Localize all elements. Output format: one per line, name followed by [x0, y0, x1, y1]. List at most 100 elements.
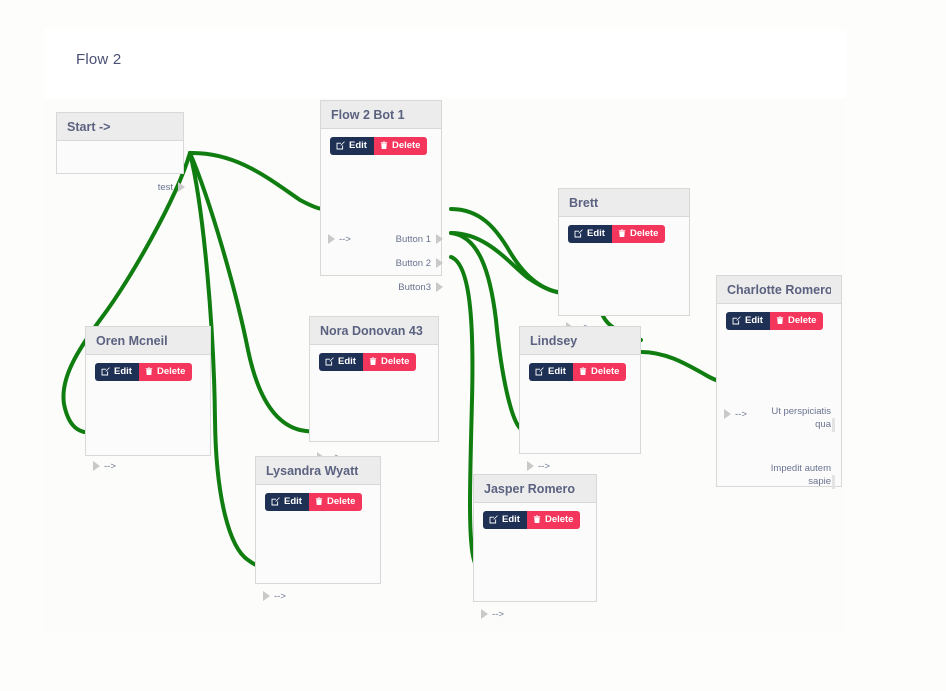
input-port-label: --> [538, 461, 550, 472]
edit-button-label: Edit [548, 366, 566, 377]
trash-icon [618, 229, 626, 238]
node-header: Charlotte Romero [717, 276, 841, 304]
flow-header-card: Flow 2 [44, 29, 846, 98]
node-action-buttons: Edit Delete [319, 353, 417, 371]
edit-button[interactable]: Edit [330, 137, 374, 155]
node-header: Brett [559, 189, 689, 217]
node-header: Oren Mcneil [86, 327, 210, 355]
node-title: Oren Mcneil [96, 333, 168, 348]
node-output-port[interactable]: Ut perspiciatis qua [767, 405, 835, 432]
node-input-port[interactable]: --> [93, 461, 116, 472]
output-port-marker [436, 282, 443, 292]
input-port-marker [93, 461, 100, 471]
output-port-marker [832, 475, 835, 489]
output-port-marker [436, 234, 443, 244]
input-port-marker [527, 461, 534, 471]
node-output-port[interactable]: Button 1 [395, 234, 443, 245]
node-action-buttons: Edit Delete [568, 225, 666, 243]
node-body: Edit Delete --> Button 1 Button 2 Button3 [321, 129, 443, 293]
node-action-buttons: Edit Delete [330, 137, 428, 155]
delete-button[interactable]: Delete [362, 353, 417, 371]
trash-icon [145, 367, 153, 376]
pencil-square-icon [101, 367, 110, 376]
output-port-label: Ut perspiciatis qua [771, 406, 831, 430]
node-body: Edit Delete --> [256, 485, 380, 602]
input-port-marker [328, 234, 335, 244]
node-output-port[interactable]: Button 2 [396, 258, 443, 269]
edit-button[interactable]: Edit [568, 225, 612, 243]
node-input-port[interactable]: --> [527, 461, 550, 472]
flow-node-start[interactable]: Start -> test [56, 112, 185, 193]
node-title: Charlotte Romero [727, 282, 831, 297]
node-output-port[interactable]: Impedit autem sapie [767, 462, 835, 489]
node-output-port[interactable]: Button3 [398, 282, 443, 293]
node-input-port[interactable]: --> [328, 234, 351, 245]
delete-button-label: Delete [326, 496, 356, 507]
node-action-buttons: Edit Delete [529, 363, 627, 381]
node-input-port[interactable]: --> [481, 609, 504, 620]
node-action-buttons: Edit Delete [95, 363, 193, 381]
node-title: Lindsey [530, 333, 578, 348]
node-title: Jasper Romero [484, 481, 576, 496]
edit-button[interactable]: Edit [726, 312, 770, 330]
delete-button[interactable]: Delete [308, 493, 363, 511]
edit-button[interactable]: Edit [483, 511, 527, 529]
delete-button-label: Delete [156, 366, 186, 377]
trash-icon [533, 515, 541, 524]
node-title: Lysandra Wyatt [266, 463, 359, 478]
node-header: Jasper Romero [474, 475, 596, 503]
edit-button[interactable]: Edit [319, 353, 363, 371]
input-port-marker [724, 409, 731, 419]
node-output-port[interactable]: test [158, 182, 185, 193]
edit-button[interactable]: Edit [265, 493, 309, 511]
node-header: Lindsey [520, 327, 640, 355]
input-port-label: --> [274, 591, 286, 602]
node-action-buttons: Edit Delete [265, 493, 363, 511]
input-port-label: --> [339, 234, 351, 245]
node-input-port[interactable]: --> [724, 409, 747, 420]
output-port-label: Impedit autem sapie [770, 463, 831, 487]
trash-icon [315, 497, 323, 506]
delete-button[interactable]: Delete [769, 312, 824, 330]
node-header: Lysandra Wyatt [256, 457, 380, 485]
output-port-marker [832, 418, 835, 432]
delete-button[interactable]: Delete [138, 363, 193, 381]
output-port-marker [436, 258, 443, 268]
edit-button-label: Edit [349, 140, 367, 151]
edit-button-label: Edit [502, 514, 520, 525]
edit-button[interactable]: Edit [95, 363, 139, 381]
output-port-label: Button 1 [395, 234, 431, 245]
pencil-square-icon [336, 141, 345, 150]
node-header: Nora Donovan 43 [310, 317, 438, 345]
delete-button-label: Delete [380, 356, 410, 367]
delete-button[interactable]: Delete [373, 137, 428, 155]
node-header: Start -> [57, 113, 183, 141]
edit-button[interactable]: Edit [529, 363, 573, 381]
delete-button-label: Delete [590, 366, 620, 377]
pencil-square-icon [271, 497, 280, 506]
delete-button[interactable]: Delete [611, 225, 666, 243]
edit-button-label: Edit [114, 366, 132, 377]
trash-icon [579, 367, 587, 376]
edit-button-label: Edit [284, 496, 302, 507]
node-input-port[interactable]: --> [263, 591, 286, 602]
node-action-buttons: Edit Delete [483, 511, 581, 529]
delete-button[interactable]: Delete [526, 511, 581, 529]
delete-button-label: Delete [629, 228, 659, 239]
input-port-label: --> [104, 461, 116, 472]
node-body: Edit Delete --> [474, 503, 596, 620]
page-title: Flow 2 [76, 51, 122, 68]
delete-button[interactable]: Delete [572, 363, 627, 381]
pencil-square-icon [732, 316, 741, 325]
